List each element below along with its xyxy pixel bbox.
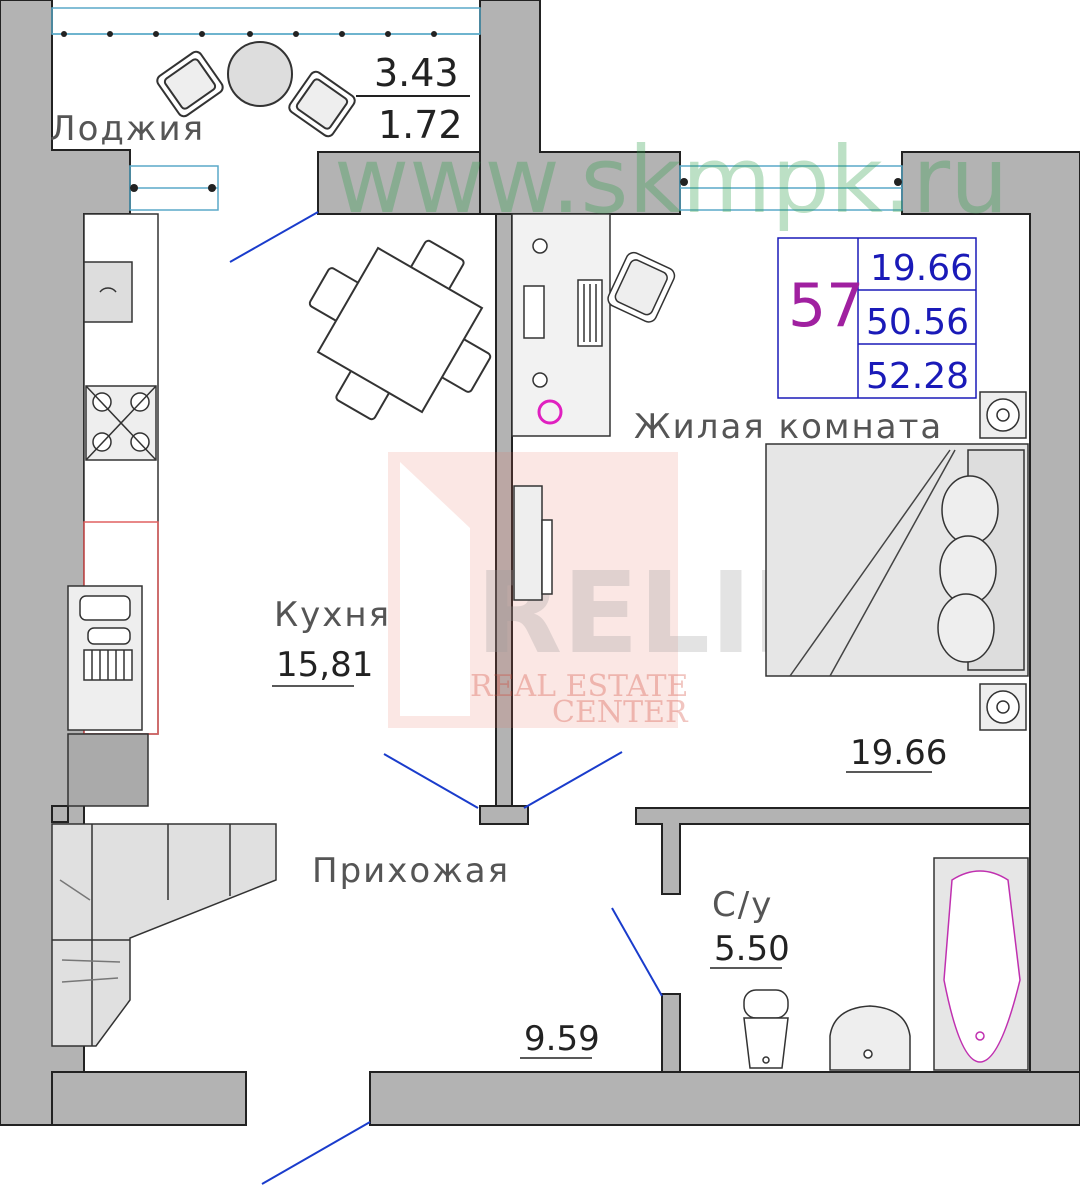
wall-bottom-left-stub: [51, 1071, 247, 1126]
loggia-window: [51, 7, 481, 35]
door-bathroom: [611, 907, 663, 997]
loggia-furniture: [156, 41, 356, 138]
apartment-number: 57: [788, 271, 864, 341]
door-swings: [229, 211, 663, 1185]
kitchen-sink-small: [83, 261, 133, 323]
wall-loggia-kitchen: [317, 151, 481, 215]
loggia-area-bottom: 1.72: [378, 103, 463, 147]
living-area-value: 19.66: [870, 248, 973, 289]
loggia-label: Лоджия: [50, 109, 205, 149]
office-chair: [607, 251, 676, 323]
door-loggia: [229, 211, 319, 263]
total-area-value: 50.56: [866, 302, 969, 343]
desk-accent-circle: [537, 399, 563, 425]
dining-set: [308, 239, 492, 421]
desk-area: [511, 213, 676, 601]
door-entrance: [261, 1121, 371, 1185]
door-kitchen: [383, 753, 479, 809]
kitchen-area: 15,81: [276, 645, 373, 685]
loggia-chair-right: [288, 70, 356, 138]
living-area: 19.66: [850, 733, 947, 773]
windows: [51, 7, 903, 211]
door-living: [523, 751, 623, 809]
bathroom-label: С/у: [712, 885, 773, 925]
outer-wall-bottom: [369, 1071, 1080, 1126]
kitchen-furniture: [67, 213, 159, 807]
wall-partition-kitchen-hall: [479, 805, 529, 825]
dining-table: [316, 246, 484, 414]
wall-left-inner: [51, 805, 69, 823]
wall-partition-living-bath: [635, 807, 1031, 895]
loggia-rail-dots: [61, 31, 902, 192]
walls: [0, 0, 1080, 1126]
bathroom-fixtures: [743, 857, 1029, 1071]
hall-label: Прихожая: [312, 851, 510, 891]
pillow-3: [937, 593, 995, 663]
loggia-table: [227, 41, 293, 107]
kitchen-label: Кухня: [274, 595, 391, 635]
url-watermark: www.skmpk.ru: [334, 127, 1008, 234]
loggia-area-top: 3.43: [374, 51, 459, 95]
bathroom-area: 5.50: [714, 929, 790, 969]
loggia-chair-left: [156, 50, 224, 118]
pillow-1: [941, 475, 999, 545]
full-area-value: 52.28: [866, 356, 969, 397]
living-label: Жилая комната: [634, 407, 943, 447]
area-badge: 57 19.66 50.56 52.28: [777, 237, 977, 399]
bed: [765, 391, 1029, 731]
tv-stand: [513, 485, 543, 601]
washbasin: [829, 1005, 911, 1071]
toilet: [743, 989, 789, 1069]
wall-bath-lower: [661, 993, 681, 1073]
monitor: [523, 285, 545, 339]
relife-logo-line2: CENTER: [552, 695, 689, 730]
fridge: [67, 733, 149, 807]
wardrobe: [51, 823, 277, 1047]
relife-logo-line1: REAL ESTATE: [470, 669, 688, 704]
hall-area: 9.59: [524, 1019, 600, 1059]
